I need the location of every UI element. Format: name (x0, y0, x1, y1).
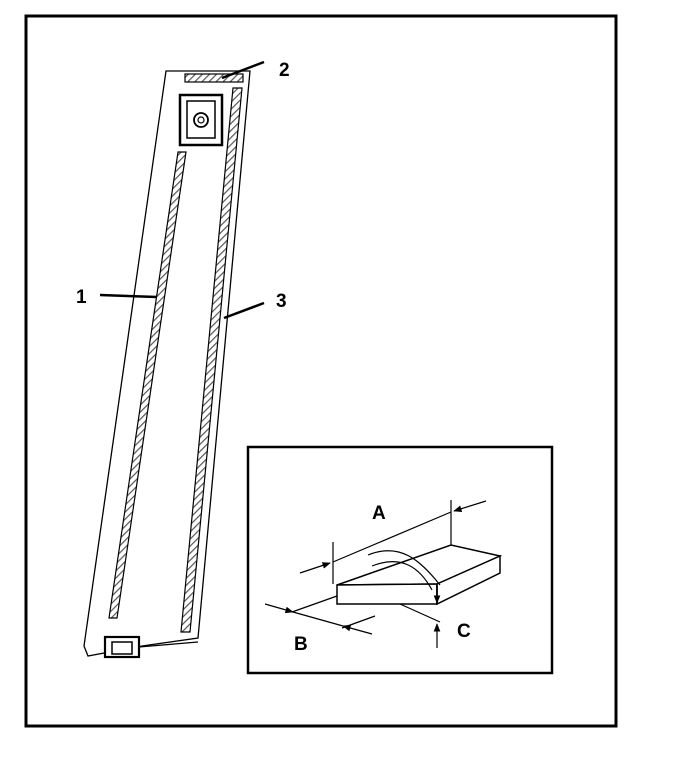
dimension-c: C (399, 586, 471, 648)
seal-block (336, 544, 503, 606)
lower-clip (103, 635, 199, 659)
dimension-label-b: B (294, 634, 308, 655)
dimension-label-a: A (372, 503, 386, 524)
dimension-a: A (299, 500, 487, 584)
callout-2: 2 (221, 60, 290, 81)
left-seal-strip (108, 151, 187, 619)
inset-detail: A B C (246, 445, 554, 675)
upper-clip (178, 93, 224, 147)
callout-label-3: 3 (276, 291, 287, 312)
top-seal-strip (184, 73, 244, 83)
dimension-b: B (264, 595, 376, 655)
break-line (367, 550, 441, 586)
break-line (371, 561, 433, 591)
callout-3: 3 (223, 291, 287, 320)
inset-frame (246, 445, 554, 675)
callout-1: 1 (76, 287, 158, 308)
right-seal-strip (180, 87, 243, 633)
trim-panel (83, 70, 251, 659)
dimension-label-c: C (457, 621, 471, 642)
callout-label-2: 2 (279, 60, 290, 81)
callout-label-1: 1 (76, 287, 87, 308)
